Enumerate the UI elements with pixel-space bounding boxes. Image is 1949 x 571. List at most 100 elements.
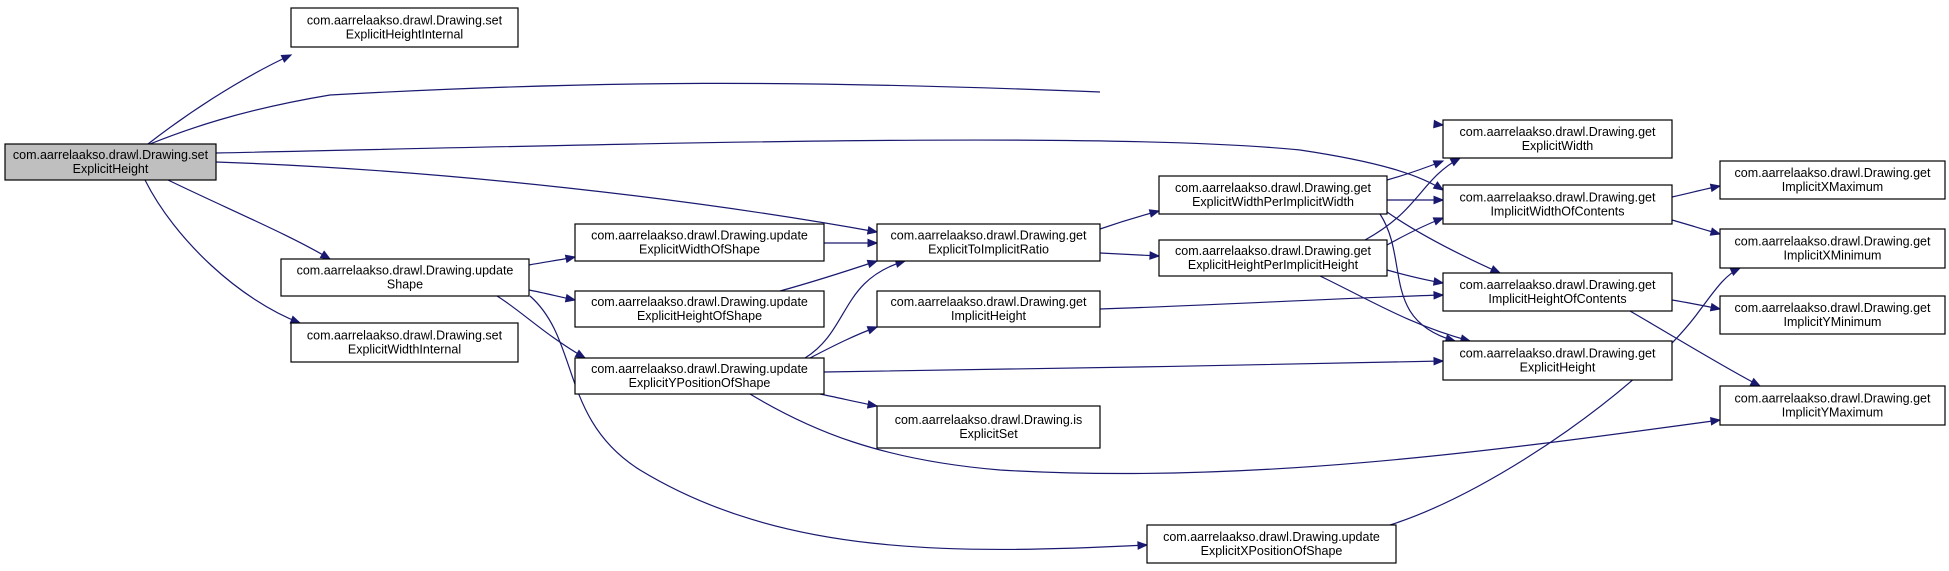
node-box[interactable] [574, 290, 825, 328]
edge-arrowhead [1148, 209, 1161, 218]
edge-line [1364, 157, 1461, 241]
node-updateExplicitXPositionOfShape[interactable]: com.aarrelaakso.drawl.Drawing.updateExpl… [1146, 524, 1397, 564]
node-box[interactable] [876, 223, 1101, 262]
node-getImplicitYMinimum[interactable]: com.aarrelaakso.drawl.Drawing.getImplici… [1719, 295, 1946, 335]
node-label-line: ImplicitXMinimum [1784, 249, 1882, 263]
edge-line [167, 179, 331, 260]
edge-arrowhead [866, 259, 879, 269]
edge-getExplicitWidthPerImplicitWidth-to-getExplicitWidth [1386, 160, 1445, 181]
edge-arrowhead [1709, 183, 1722, 193]
node-updateExplicitYPositionOfShape[interactable]: com.aarrelaakso.drawl.Drawing.updateExpl… [574, 357, 825, 395]
node-box[interactable] [1719, 295, 1946, 335]
edge-line [149, 82, 1101, 145]
node-label-line: com.aarrelaakso.drawl.Drawing.is [895, 413, 1083, 427]
edge-updateShape-to-updateExplicitWidthOfShape [528, 254, 577, 266]
edge-arrowhead [1709, 227, 1722, 236]
node-getImplicitXMinimum[interactable]: com.aarrelaakso.drawl.Drawing.getImplici… [1719, 228, 1946, 269]
node-label-line: ExplicitWidthPerImplicitWidth [1192, 195, 1354, 209]
edge-arrowhead [1749, 377, 1762, 387]
edge-line [529, 295, 1148, 551]
node-setExplicitHeightInternal[interactable]: com.aarrelaakso.drawl.Drawing.setExplici… [290, 7, 519, 48]
node-label-line: com.aarrelaakso.drawl.Drawing.get [1175, 181, 1371, 195]
node-label-line: com.aarrelaakso.drawl.Drawing.get [1735, 392, 1931, 406]
node-getImplicitHeightOfContents[interactable]: com.aarrelaakso.drawl.Drawing.getImplici… [1442, 272, 1673, 312]
edge-getImplicitHeightOfContents-to-getImplicitYMaximum [1629, 310, 1762, 387]
edge-line [804, 260, 906, 359]
edge-line [147, 54, 292, 145]
node-label-line: ExplicitYPositionOfShape [629, 376, 771, 390]
node-updateExplicitHeightOfShape[interactable]: com.aarrelaakso.drawl.Drawing.updateExpl… [574, 290, 825, 328]
edge-arrowhead [1137, 541, 1149, 550]
node-label-line: com.aarrelaakso.drawl.Drawing.set [307, 14, 503, 28]
node-box[interactable] [1719, 228, 1946, 269]
edge-getExplicitHeightPerImplicitHeight-to-getImplicitWidthOfContents [1386, 217, 1445, 246]
node-label-line: ExplicitHeightOfShape [637, 309, 762, 323]
node-getImplicitXMaximum[interactable]: com.aarrelaakso.drawl.Drawing.getImplici… [1719, 160, 1946, 200]
node-label-line: com.aarrelaakso.drawl.Drawing.set [307, 329, 503, 343]
edge-updateExplicitHeightOfShape-to-getExplicitToImplicitRatio [779, 259, 879, 292]
node-box[interactable] [574, 357, 825, 395]
node-label-line: ExplicitHeight [1520, 361, 1596, 375]
edge-line [496, 295, 586, 359]
node-box[interactable] [1719, 385, 1946, 426]
node-box[interactable] [876, 290, 1101, 328]
node-getExplicitWidthPerImplicitWidth[interactable]: com.aarrelaakso.drawl.Drawing.getExplici… [1158, 175, 1388, 215]
node-getImplicitYMaximum[interactable]: com.aarrelaakso.drawl.Drawing.getImplici… [1719, 385, 1946, 426]
node-updateShape[interactable]: com.aarrelaakso.drawl.Drawing.updateShap… [280, 258, 530, 297]
node-box[interactable] [1442, 184, 1673, 225]
edge-arrowhead [1433, 290, 1445, 300]
node-box[interactable] [1719, 160, 1946, 200]
node-box[interactable] [876, 405, 1101, 449]
edge-getImplicitHeight-to-getImplicitHeightOfContents [1099, 290, 1445, 310]
edge-updateShape-to-updateExplicitHeightOfShape [528, 289, 577, 303]
node-label-line: com.aarrelaakso.drawl.Drawing.get [1735, 235, 1931, 249]
node-label-line: com.aarrelaakso.drawl.Drawing.get [1460, 347, 1656, 361]
node-label-line: ImplicitYMaximum [1782, 406, 1883, 420]
node-getExplicitToImplicitRatio[interactable]: com.aarrelaakso.drawl.Drawing.getExplici… [876, 223, 1101, 262]
node-label-line: com.aarrelaakso.drawl.Drawing.update [1163, 530, 1380, 544]
edge-line [215, 139, 1444, 191]
edge-arrowhead [1449, 157, 1462, 167]
node-setExplicitHeight[interactable]: com.aarrelaakso.drawl.Drawing.setExplici… [4, 143, 217, 181]
node-box[interactable] [4, 143, 217, 181]
edge-arrowhead [1432, 217, 1445, 226]
edge-line [1319, 275, 1471, 342]
edge-arrowhead [1433, 356, 1445, 366]
node-label-line: ImplicitYMinimum [1784, 315, 1882, 329]
node-getImplicitWidthOfContents[interactable]: com.aarrelaakso.drawl.Drawing.getImplici… [1442, 184, 1673, 225]
node-label-line: com.aarrelaakso.drawl.Drawing.get [1460, 278, 1656, 292]
node-getExplicitHeight[interactable]: com.aarrelaakso.drawl.Drawing.getExplici… [1442, 340, 1673, 381]
edge-line [144, 179, 301, 324]
node-label-line: com.aarrelaakso.drawl.Drawing.update [591, 295, 808, 309]
node-getExplicitHeightPerImplicitHeight[interactable]: com.aarrelaakso.drawl.Drawing.getExplici… [1158, 239, 1388, 277]
node-label-line: com.aarrelaakso.drawl.Drawing.get [1460, 125, 1656, 139]
node-box[interactable] [290, 7, 519, 48]
node-box[interactable] [1158, 239, 1388, 277]
edge-setExplicitHeight-to-getImplicitWidthOfContents [215, 139, 1445, 191]
node-getImplicitHeight[interactable]: com.aarrelaakso.drawl.Drawing.getImplici… [876, 290, 1101, 328]
node-label-line: ExplicitHeightInternal [346, 28, 463, 42]
node-label-line: ExplicitToImplicitRatio [928, 243, 1049, 257]
node-box[interactable] [574, 223, 825, 262]
node-label-line: com.aarrelaakso.drawl.Drawing.get [891, 229, 1087, 243]
edge-line [749, 393, 1721, 475]
node-setExplicitWidthInternal[interactable]: com.aarrelaakso.drawl.Drawing.setExplici… [290, 322, 519, 363]
node-box[interactable] [290, 322, 519, 363]
edge-updateExplicitYPositionOfShape-to-getExplicitHeight [823, 356, 1445, 373]
node-updateExplicitWidthOfShape[interactable]: com.aarrelaakso.drawl.Drawing.updateExpl… [574, 223, 825, 262]
edge-getExplicitToImplicitRatio-to-getExplicitWidthPerImplicitWidth [1099, 209, 1161, 230]
edge-arrowhead [867, 238, 879, 248]
node-box[interactable] [1146, 524, 1397, 564]
node-box[interactable] [1442, 272, 1673, 312]
node-getExplicitWidth[interactable]: com.aarrelaakso.drawl.Drawing.getExplici… [1442, 119, 1673, 159]
node-isExplicitSet[interactable]: com.aarrelaakso.drawl.Drawing.isExplicit… [876, 405, 1101, 449]
node-box[interactable] [1158, 175, 1388, 215]
edge-arrowhead [866, 226, 879, 235]
node-box[interactable] [1442, 119, 1673, 159]
edge-line [1379, 213, 1456, 342]
node-box[interactable] [280, 258, 530, 297]
edge-arrowhead [1710, 416, 1722, 426]
node-box[interactable] [1442, 340, 1673, 381]
node-label-line: ImplicitHeightOfContents [1488, 292, 1626, 306]
